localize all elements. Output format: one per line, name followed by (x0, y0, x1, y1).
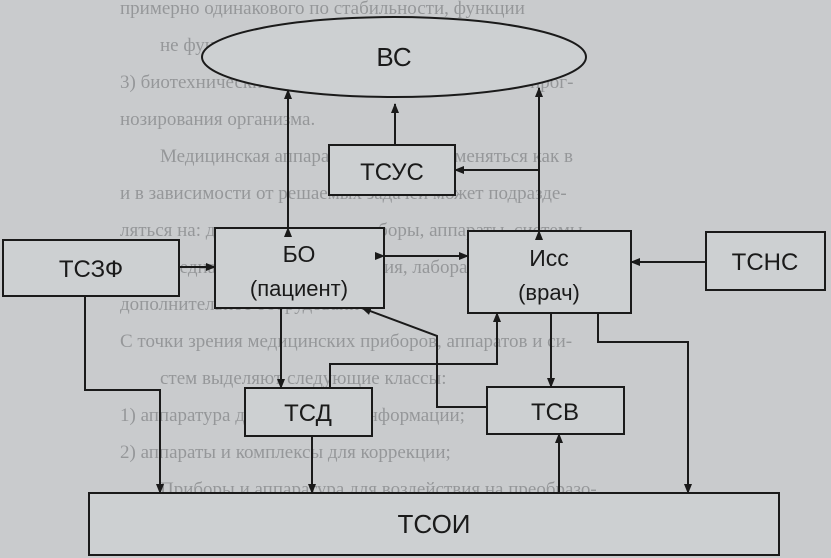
node-tsd-label: ТСД (284, 400, 332, 427)
node-tsns-label: ТСНС (732, 249, 799, 276)
node-iss: Исс (врач) (467, 230, 632, 314)
node-tsv: ТСВ (486, 386, 625, 435)
node-tszf-label: ТСЗФ (59, 256, 123, 283)
edge-tsd-iss (329, 312, 501, 388)
background-text-line: стем выделяют следующие классы: (160, 368, 447, 389)
node-vs: ВС (201, 16, 587, 98)
node-bo: БО (пациент) (214, 227, 385, 309)
node-tsns: ТСНС (705, 231, 826, 291)
node-iss-line1: Исс (529, 245, 569, 271)
background-text-line: 2) аппараты и комплексы для коррекции; (120, 442, 451, 463)
background-text-line: примерно одинакового по стабильности, фу… (120, 0, 525, 19)
node-tsus: ТСУС (328, 144, 456, 196)
node-iss-line2: (врач) (518, 280, 580, 305)
edge-iss-tsoi (597, 313, 692, 494)
node-tsus-label: ТСУС (360, 159, 424, 186)
background-text-line: С точки зрения медицинских приборов, апп… (120, 331, 572, 352)
connectors (84, 87, 706, 494)
node-tsd: ТСД (244, 387, 373, 437)
node-tszf: ТСЗФ (2, 239, 180, 297)
node-bo-line1: БО (283, 241, 316, 267)
node-tsoi-label: ТСОИ (398, 509, 471, 539)
edge-tszf-tsoi (84, 296, 164, 494)
node-vs-label: ВС (376, 42, 411, 72)
node-tsv-label: ТСВ (531, 399, 579, 426)
background-text-line: нозирования организма. (120, 109, 315, 130)
edge-tsv-bo (361, 307, 487, 408)
node-tsoi: ТСОИ (88, 492, 780, 556)
node-bo-line2: (пациент) (250, 276, 348, 301)
